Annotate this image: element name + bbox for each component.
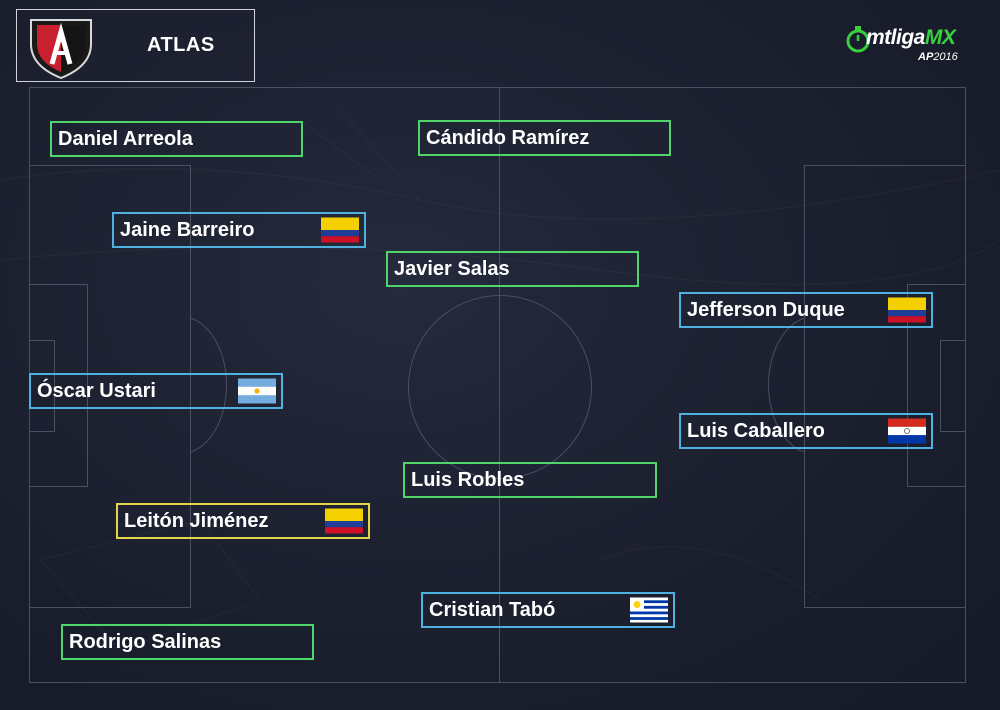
paraguay-flag-icon [888, 418, 926, 444]
player-card: Luis Caballero [679, 413, 933, 449]
player-name: Óscar Ustari [37, 379, 156, 402]
player-card: Rodrigo Salinas [61, 624, 314, 660]
player-name: Cándido Ramírez [426, 126, 590, 149]
player-name: Javier Salas [394, 257, 510, 280]
uruguay-flag-icon [630, 597, 668, 623]
player-name: Luis Caballero [687, 419, 825, 442]
player-card: Cándido Ramírez [418, 120, 671, 156]
player-card: Daniel Arreola [50, 121, 303, 157]
argentina-flag-icon [238, 378, 276, 404]
team-name: ATLAS [147, 34, 215, 56]
player-card: Cristian Tabó [421, 592, 675, 628]
player-name: Jaine Barreiro [120, 218, 255, 241]
logo-brand: mtligaMX [866, 26, 956, 49]
player-name: Leitón Jiménez [124, 509, 269, 532]
player-card: Luis Robles [403, 462, 657, 498]
penalty-box-right [804, 165, 965, 608]
goal-left [30, 340, 55, 432]
football-pitch [29, 87, 966, 683]
player-card: Óscar Ustari [29, 373, 283, 409]
colombia-flag-icon [888, 297, 926, 323]
player-card: Jaine Barreiro [112, 212, 366, 248]
player-name: Luis Robles [411, 468, 525, 491]
player-name: Daniel Arreola [58, 127, 193, 150]
penalty-box-left [30, 165, 191, 608]
team-header: ATLAS [16, 9, 255, 82]
stopwatch-icon [846, 26, 870, 53]
center-circle [408, 295, 592, 479]
atlas-crest-icon [30, 19, 92, 80]
colombia-flag-icon [321, 217, 359, 243]
goal-area-right [907, 284, 965, 487]
player-card: Jefferson Duque [679, 292, 933, 328]
player-card: Javier Salas [386, 251, 639, 287]
colombia-flag-icon [325, 508, 363, 534]
player-name: Cristian Tabó [429, 598, 556, 621]
player-name: Jefferson Duque [687, 298, 845, 321]
player-card: Leitón Jiménez [116, 503, 370, 539]
logo-season: AP2016 [918, 51, 958, 63]
goal-area-left [30, 284, 88, 487]
player-name: Rodrigo Salinas [69, 630, 222, 653]
liga-mx-logo: mtligaMX AP2016 [846, 20, 971, 70]
goal-right [940, 340, 965, 432]
